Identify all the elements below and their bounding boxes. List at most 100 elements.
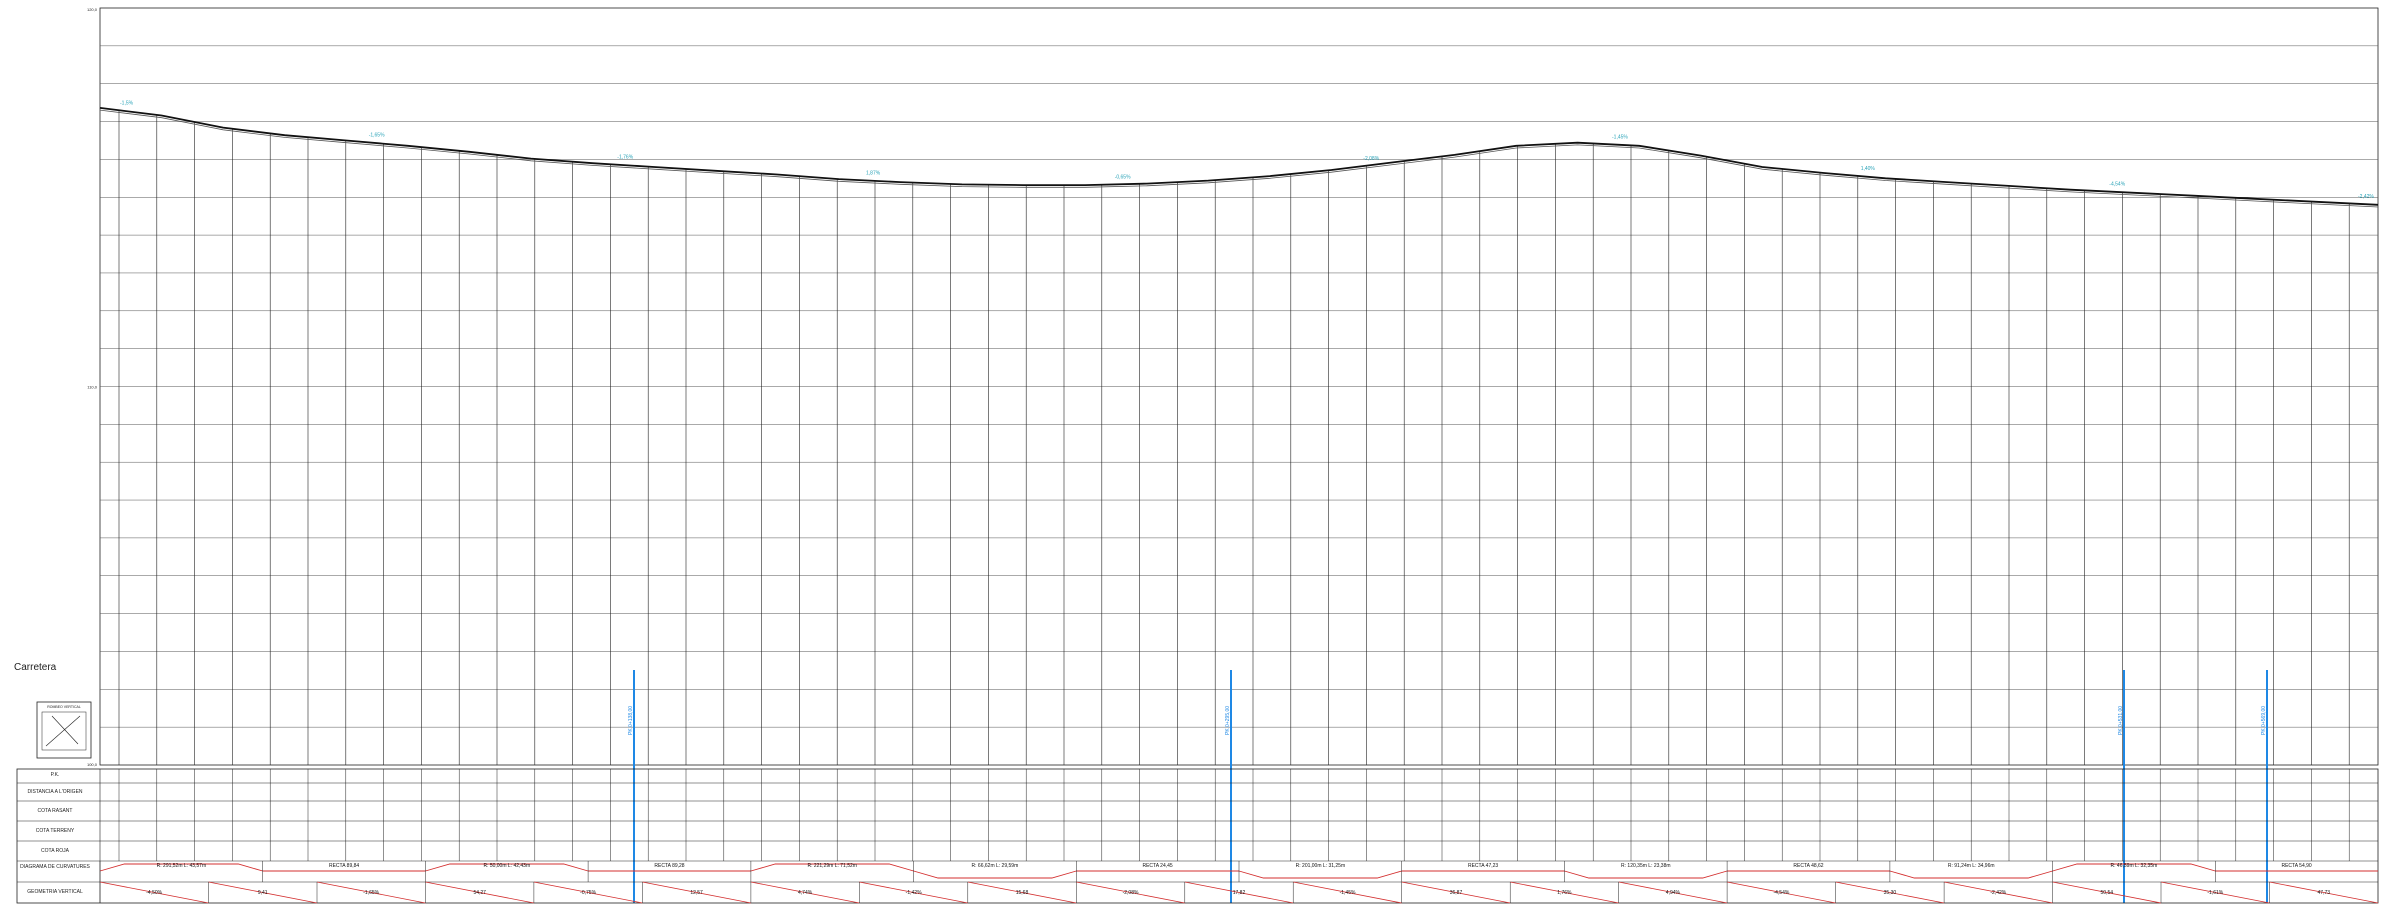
grade-label: -1,45% bbox=[1612, 134, 1628, 140]
band-label-distance: DISTANCIA A L'ORIGEN bbox=[27, 789, 83, 795]
geometry-line bbox=[208, 881, 318, 904]
terrain-line bbox=[99, 109, 2379, 208]
curvature-label: RECTA 48,62 bbox=[1793, 863, 1823, 869]
blue-marker-label: PK 0+569,00 bbox=[2261, 706, 2267, 735]
geometry-line bbox=[1618, 881, 1728, 904]
geometry-line bbox=[1401, 881, 1511, 904]
grade-label: -2,08% bbox=[1363, 156, 1379, 162]
geometry-line bbox=[967, 881, 1077, 904]
grade-label: -2,42% bbox=[2358, 194, 2374, 200]
curvature-label: R: 120,35m L: 23,38m bbox=[1621, 863, 1670, 869]
y-axis-label: 110,0 bbox=[87, 385, 97, 390]
geometry-line bbox=[859, 881, 968, 904]
rasant-line bbox=[99, 107, 2379, 206]
legend-title: ROMBEO VERTICAL bbox=[47, 705, 81, 709]
curvature-label: RECTA 24,45 bbox=[1142, 863, 1172, 869]
geometry-line bbox=[99, 881, 209, 904]
band-ticks bbox=[118, 769, 2350, 861]
geometry-line bbox=[1076, 881, 1185, 904]
geometry-label: -1,45% bbox=[1340, 890, 1356, 896]
curvature-label: R: 201,00m L: 31,25m bbox=[1296, 863, 1345, 869]
curvature-label: RECTA 89,28 bbox=[654, 863, 684, 869]
geometry-line bbox=[533, 881, 643, 904]
y-axis-label: 100,0 bbox=[87, 762, 98, 767]
blue-marker-label: PK 0+531,00 bbox=[2118, 706, 2124, 735]
geometry-label: -1,61% bbox=[2207, 890, 2223, 896]
curvature-label: R: 291,52m L: 43,57m bbox=[157, 863, 206, 869]
geometry-label: 1,76% bbox=[1557, 890, 1572, 896]
curvature-arc bbox=[99, 863, 263, 872]
geometry-line bbox=[750, 881, 860, 904]
vertical-grid bbox=[118, 110, 2350, 765]
geometry-label: 50,54 bbox=[2101, 890, 2114, 896]
curvature-label: R: 221,29m L: 71,52m bbox=[807, 863, 856, 869]
curvature-arc bbox=[1889, 870, 2053, 879]
geometry-line bbox=[1293, 881, 1402, 904]
geometry-label: 47,73 bbox=[2318, 890, 2331, 896]
grade-label: 1,40% bbox=[1861, 166, 1876, 172]
band-label-cota-rasant: COTA RASANT bbox=[37, 808, 73, 814]
geometry-label: 9,41 bbox=[258, 890, 268, 896]
geometry-label: 12,57 bbox=[690, 890, 703, 896]
geometry-label: -4,50% bbox=[146, 890, 162, 896]
geometry-line bbox=[2160, 881, 2270, 904]
grade-label: -0,65% bbox=[1115, 174, 1131, 180]
geometry-label: 17,82 bbox=[1233, 890, 1246, 896]
geometry-label: -2,08% bbox=[1123, 890, 1139, 896]
grade-label: 1,87% bbox=[866, 170, 881, 176]
curvature-label: R: 91,24m L: 34,96m bbox=[1948, 863, 1995, 869]
geometry-label: 54,27 bbox=[473, 890, 486, 896]
curvature-label: R: 66,62m L: 29,59m bbox=[972, 863, 1019, 869]
curvature-arc bbox=[1564, 870, 1728, 879]
curvature-arc bbox=[750, 863, 914, 872]
blue-markers: PK 0+138,00 PK 0+295,00 PK 0+531,00 PK 0+56… bbox=[628, 670, 2268, 903]
geometry-line bbox=[1835, 881, 1945, 904]
curvature-arc bbox=[1238, 870, 1402, 879]
curvature-label: RECTA 54,90 bbox=[2281, 863, 2311, 869]
geometry-label: -0,75% bbox=[580, 890, 596, 896]
geometry-line bbox=[1727, 881, 1836, 904]
band-label-geometria: GEOMETRIA VERTICAL bbox=[27, 889, 83, 895]
band-label-curvatures: DIAGRAMA DE CURVATURES bbox=[20, 864, 90, 870]
geometry-line bbox=[2269, 881, 2379, 904]
band-label-pk: P.K. bbox=[50, 772, 60, 778]
band-label-cota-terreny: COTA TERRENY bbox=[35, 828, 75, 834]
y-axis-label: 120,0 bbox=[87, 7, 98, 12]
curvature-label: RECTA 47,23 bbox=[1468, 863, 1498, 869]
geometry-label: -2,42% bbox=[1990, 890, 2006, 896]
grade-label: -1,65% bbox=[369, 132, 385, 138]
section-title: Carretera bbox=[14, 662, 57, 673]
geometry-label: 4,94% bbox=[1666, 890, 1681, 896]
curvature-arc bbox=[913, 870, 1077, 879]
geometry-label: -4,54% bbox=[1773, 890, 1789, 896]
band-label-cota-roja: COTA ROJA bbox=[41, 848, 69, 854]
curvature-arc bbox=[2052, 863, 2216, 872]
grade-label: -1,5% bbox=[120, 100, 134, 106]
geometry-label: 36,87 bbox=[1450, 890, 1463, 896]
geometry-label: 35,30 bbox=[1884, 890, 1897, 896]
geometry-label: -1,65% bbox=[363, 890, 379, 896]
geometry-label: -1,42% bbox=[906, 890, 922, 896]
geometry-line bbox=[1184, 881, 1294, 904]
geometry-line bbox=[2052, 881, 2162, 904]
grade-labels: -1,5% -1,65% -1,76% 1,87% -0,65% -2,08% -1,45%… bbox=[120, 100, 2374, 199]
grade-label: -1,76% bbox=[617, 155, 633, 161]
geometry-line bbox=[425, 881, 534, 904]
y-axis-labels: 120,0 110,0 100,0 bbox=[87, 7, 98, 767]
geometry-label: 15,68 bbox=[1016, 890, 1029, 896]
blue-marker-label: PK 0+138,00 bbox=[628, 706, 634, 735]
horizontal-grid bbox=[100, 45, 2378, 728]
legend-box: ROMBEO VERTICAL bbox=[36, 701, 92, 759]
curvature-arc bbox=[425, 863, 589, 872]
curvature-label: R: 46,59m L: 32,35m bbox=[2111, 863, 2158, 869]
blue-marker-label: PK 0+295,00 bbox=[1225, 706, 1231, 735]
geometry-line bbox=[1510, 881, 1619, 904]
geometry-line bbox=[642, 881, 751, 904]
grade-label: -4,54% bbox=[2109, 182, 2125, 188]
geometry-line bbox=[316, 881, 426, 904]
geometry-line bbox=[1944, 881, 2053, 904]
